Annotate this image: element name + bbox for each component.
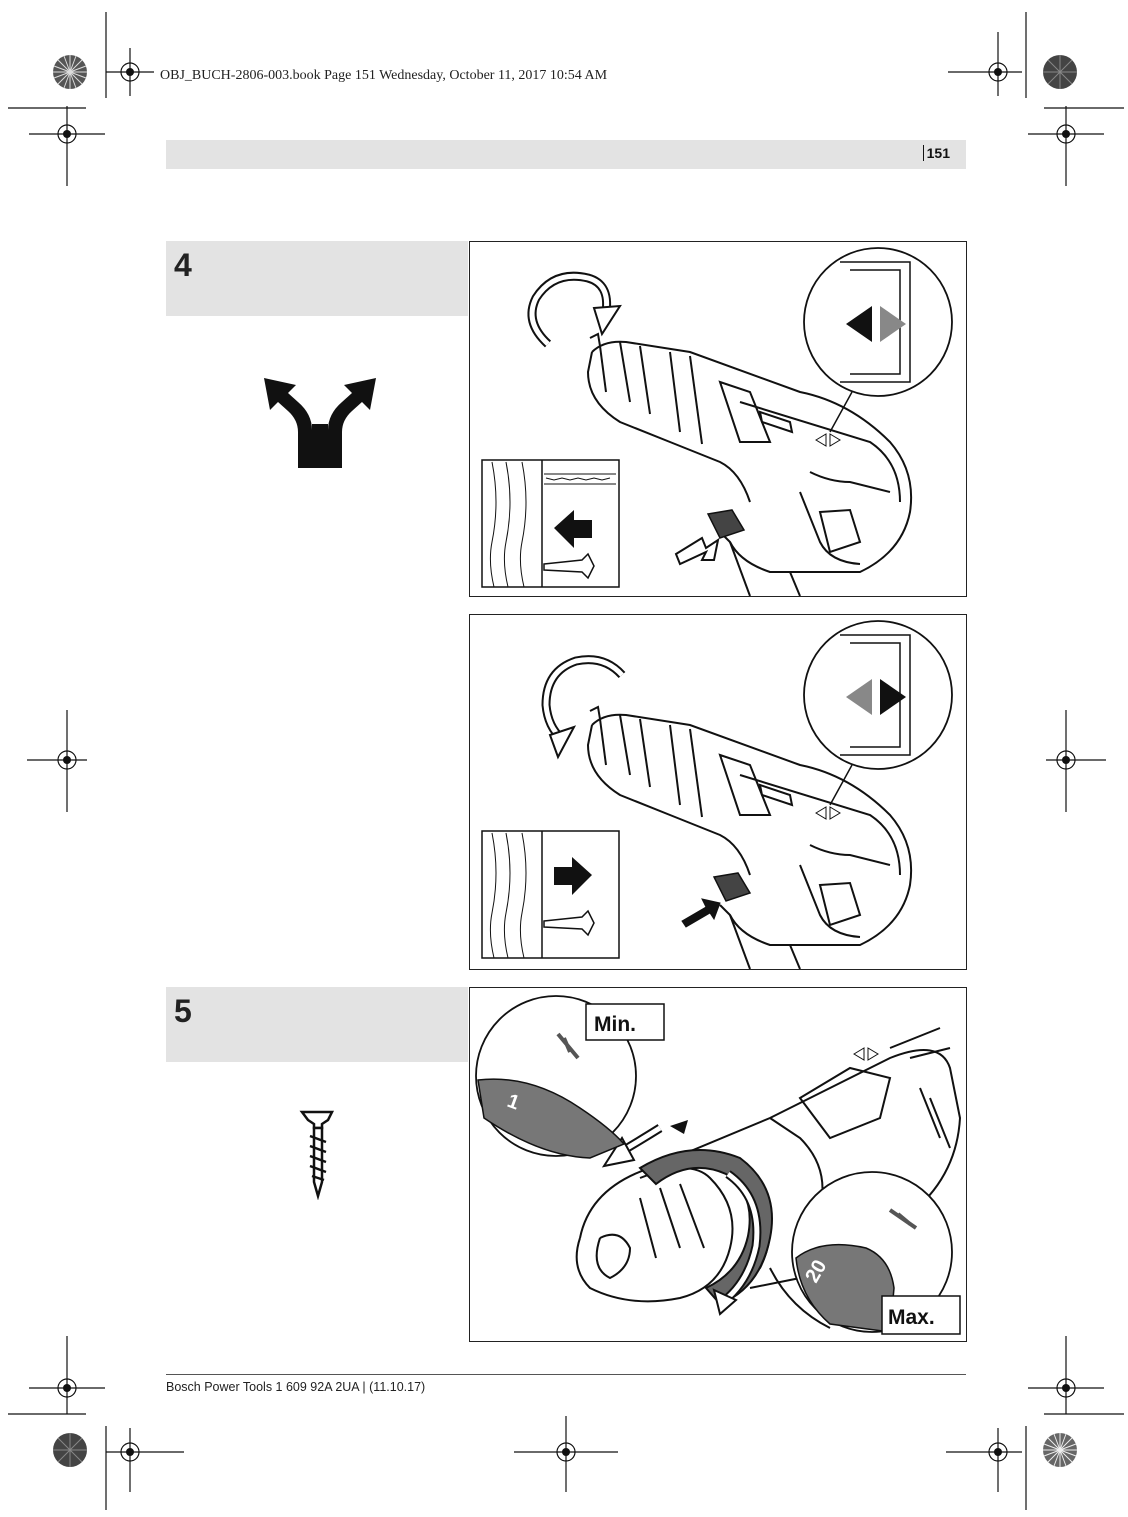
push-arrow-icon <box>674 536 720 566</box>
torque-max-label-box <box>881 1295 961 1335</box>
step-number: 4 <box>174 247 192 283</box>
screw-insertion-inset <box>481 830 620 959</box>
print-slug: OBJ_BUCH-2806-003.book Page 151 Wednesda… <box>160 68 608 83</box>
footer-divider <box>166 1374 966 1375</box>
right-arrow-icon <box>880 306 906 342</box>
rotation-arrow-icon <box>541 655 626 760</box>
torque-max-label: Max. <box>888 1306 935 1329</box>
torque-collar <box>638 1149 773 1306</box>
push-arrow-icon <box>681 898 721 928</box>
page-header-bar: 151 <box>166 140 966 169</box>
torque-min-label-box <box>585 1003 665 1041</box>
screw-icon <box>543 909 595 937</box>
step-5-band: 5 <box>166 987 468 1062</box>
rotation-arrow-icon <box>527 271 622 348</box>
direction-switch-icon <box>264 378 376 468</box>
magnifier-inset <box>803 620 953 806</box>
drill-illustration <box>586 332 913 596</box>
figure-rotation-reverse <box>469 614 967 970</box>
screw-icon <box>543 552 595 580</box>
left-arrow-icon <box>846 306 872 342</box>
torque-max-magnifier: 20 <box>791 1171 953 1333</box>
step-number: 5 <box>174 993 192 1029</box>
direction-switch-button <box>706 509 746 539</box>
step-4-band: 4 <box>166 241 468 316</box>
screw-icon <box>299 1110 335 1200</box>
torque-min-label: Min. <box>594 1013 636 1036</box>
figure-torque-setting: 1 Min. 20 Max. <box>469 987 967 1342</box>
magnifier-inset <box>803 247 953 433</box>
figure-rotation-forward <box>469 241 967 597</box>
screw-removal-inset <box>481 459 620 588</box>
right-arrow-icon <box>880 679 906 715</box>
rotation-arrow-icon <box>712 1288 738 1316</box>
footer-text: Bosch Power Tools 1 609 92A 2UA | (11.10… <box>166 1380 426 1394</box>
left-arrow-icon <box>554 510 592 548</box>
right-arrow-icon <box>554 857 592 895</box>
left-arrow-icon <box>846 679 872 715</box>
drill-illustration <box>586 705 913 969</box>
page-number: 151 <box>922 145 950 161</box>
direction-switch-button <box>712 872 752 902</box>
